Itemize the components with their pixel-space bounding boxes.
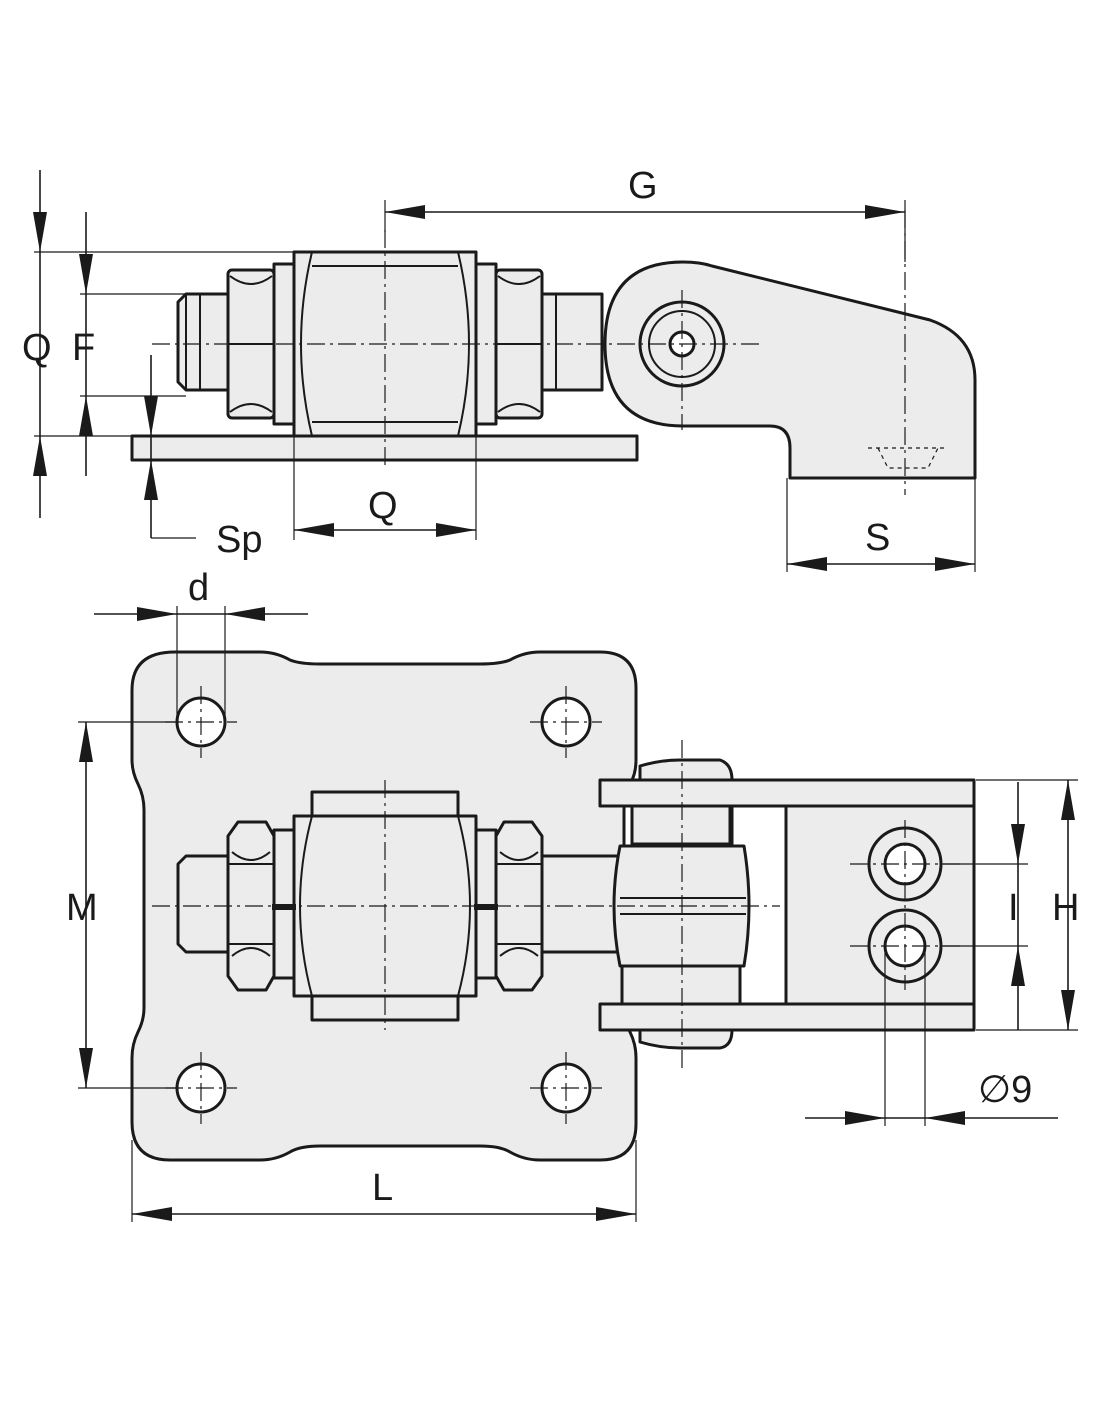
label-M: M	[66, 887, 98, 929]
label-H: H	[1052, 887, 1079, 929]
label-S: S	[865, 517, 890, 559]
side-dimensions: G Q F Sp Q S	[22, 165, 976, 572]
side-view	[130, 210, 977, 495]
top-right-thread	[540, 854, 622, 954]
top-left-thread	[176, 854, 232, 954]
top-dimensions: d M L I H ∅9	[66, 567, 1079, 1222]
label-F: F	[72, 327, 95, 369]
label-G: G	[628, 165, 658, 207]
label-L: L	[372, 1167, 393, 1209]
side-right-thread	[540, 292, 604, 392]
label-Sp: Sp	[216, 519, 262, 561]
label-dia9: ∅9	[978, 1069, 1032, 1111]
label-Q-bottom: Q	[368, 485, 398, 527]
label-I: I	[1008, 887, 1019, 929]
label-Q-side: Q	[22, 327, 52, 369]
label-d: d	[188, 567, 209, 609]
top-view	[130, 650, 976, 1162]
